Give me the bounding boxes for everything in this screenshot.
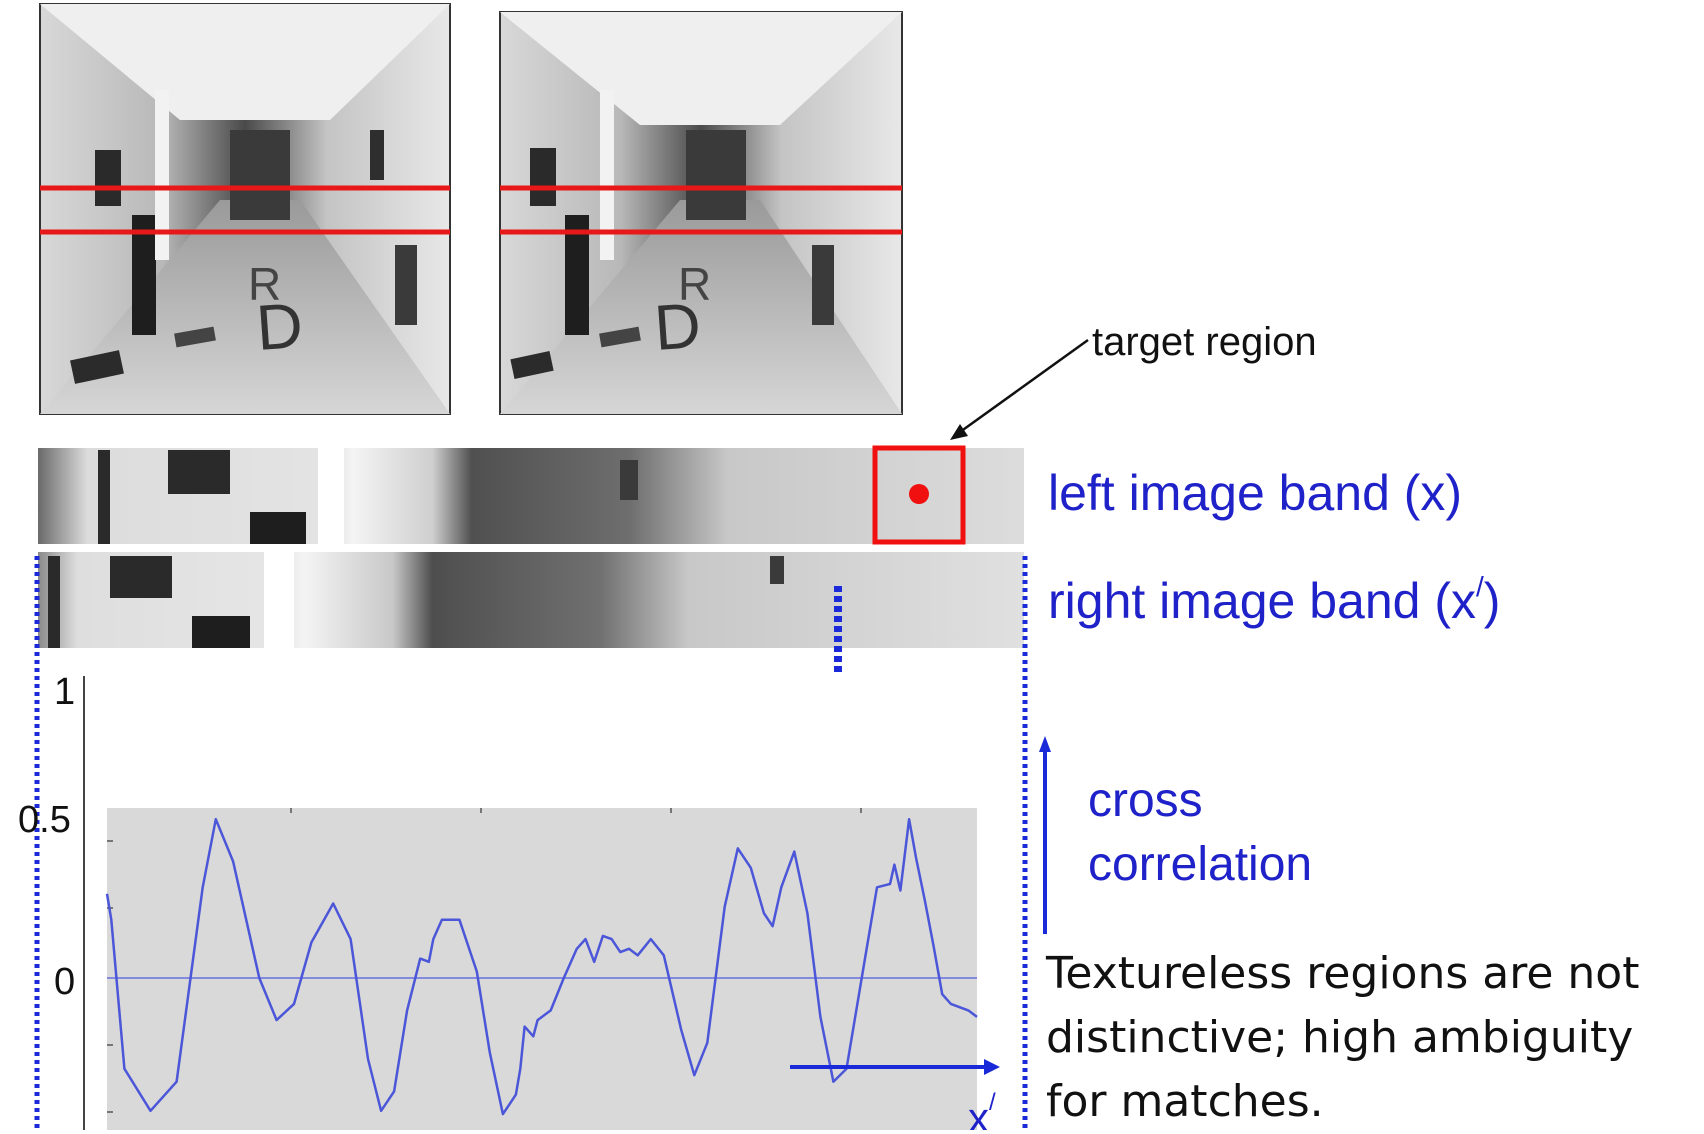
right-band-prime: /: [1476, 571, 1484, 602]
right-image-band: [38, 552, 1024, 648]
target-pointer-head: [950, 424, 968, 440]
x-arrow-head: [984, 1059, 1000, 1075]
right-band-suffix: ): [1484, 573, 1501, 629]
textureless-note: Textureless regions are not distinctive;…: [1046, 948, 1640, 1127]
target-region-box: [872, 445, 966, 545]
left-image-band: [38, 448, 1024, 544]
x-axis-prime: /: [989, 1089, 996, 1116]
x-axis-label: x/: [968, 1089, 996, 1130]
right-band-label: right image band (x/): [1048, 571, 1500, 629]
minor-ticks: [107, 808, 862, 1113]
cross-label: cross: [1088, 774, 1203, 827]
correlation-label: correlation: [1088, 838, 1312, 891]
target-point: [909, 484, 929, 504]
svg-text:D: D: [652, 289, 703, 364]
svg-text:R: R: [248, 258, 281, 310]
svg-text:R: R: [678, 258, 711, 310]
y-tick-0-5: 0.5: [18, 799, 71, 841]
right-corridor-photo: D R: [499, 11, 903, 415]
left-corridor-photo: D R: [39, 3, 451, 415]
plot-background: [107, 808, 977, 1130]
target-region-label: target region: [1092, 320, 1317, 364]
y-tick-0: 0: [54, 961, 75, 1003]
correlation-series-line: [105, 817, 978, 1116]
cross-correlation-arrow-head: [1039, 736, 1051, 752]
y-tick-1: 1: [54, 671, 75, 713]
svg-text:D: D: [254, 289, 305, 364]
left-band-label: left image band (x): [1048, 465, 1462, 521]
correlation-chart: 1 0.5 0 x/: [18, 671, 1000, 1130]
target-pointer-line: [959, 338, 1089, 434]
